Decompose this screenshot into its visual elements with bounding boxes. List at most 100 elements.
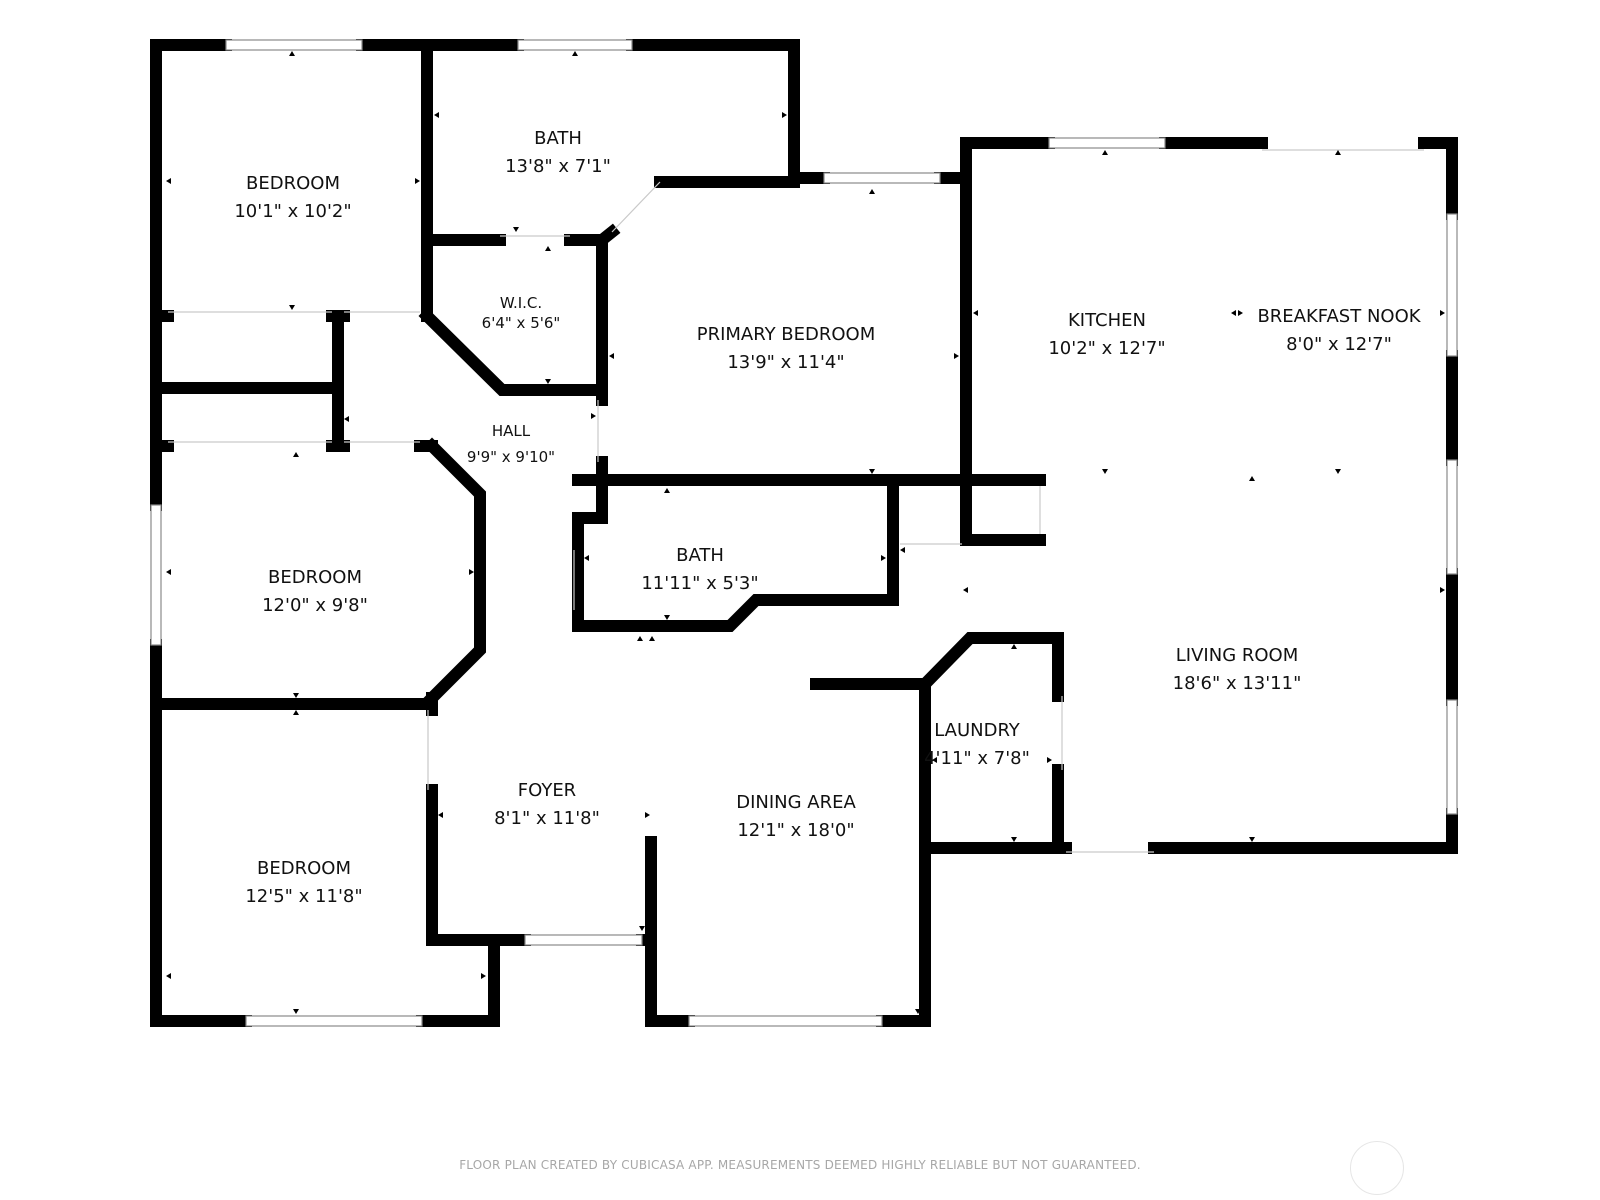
- marker: [1231, 310, 1236, 316]
- marker: [513, 227, 519, 232]
- window: [225, 39, 363, 51]
- marker: [166, 178, 171, 184]
- room-labels: BEDROOM 10'1" x 10'2" BATH 13'8" x 7'1" …: [234, 128, 1421, 907]
- markers: [166, 51, 1445, 1014]
- marker: [584, 555, 589, 561]
- marker: [1102, 150, 1108, 155]
- marker: [545, 246, 551, 251]
- marker: [1102, 469, 1108, 474]
- window: [517, 39, 633, 51]
- marker: [289, 51, 295, 56]
- marker: [591, 413, 596, 419]
- marker: [932, 757, 937, 763]
- window: [1446, 213, 1458, 357]
- marker: [293, 693, 299, 698]
- cubicasa-logo-icon: [1350, 1141, 1404, 1195]
- windows: [150, 39, 1458, 1027]
- room-name: BREAKFAST NOOK: [1257, 306, 1421, 327]
- room-name: KITCHEN: [1068, 310, 1146, 331]
- marker: [963, 637, 968, 643]
- marker: [900, 547, 905, 553]
- room-name: BEDROOM: [246, 173, 340, 194]
- marker: [639, 926, 645, 931]
- marker: [166, 973, 171, 979]
- room-dimensions: 9'9" x 9'10": [467, 448, 555, 466]
- room-dimensions: 12'0" x 9'8": [262, 595, 368, 616]
- marker: [664, 488, 670, 493]
- wall: [423, 437, 486, 707]
- marker: [869, 469, 875, 474]
- marker: [973, 310, 978, 316]
- marker: [645, 812, 650, 818]
- room-dimensions: 12'1" x 18'0": [737, 820, 854, 841]
- marker: [438, 812, 443, 818]
- marker: [469, 569, 474, 575]
- walls: [150, 39, 1458, 1027]
- wall: [919, 632, 1064, 854]
- room-name: HALL: [492, 422, 531, 440]
- marker: [1011, 837, 1017, 842]
- room-dimensions: 13'9" x 11'4": [727, 352, 844, 373]
- window: [1446, 459, 1458, 575]
- marker: [664, 615, 670, 620]
- room-name: BEDROOM: [268, 567, 362, 588]
- openings: [168, 149, 1424, 853]
- marker: [486, 375, 492, 380]
- marker: [869, 189, 875, 194]
- wall: [418, 234, 608, 396]
- room-name: W.I.C.: [500, 294, 542, 312]
- window: [150, 504, 162, 646]
- marker: [954, 353, 959, 359]
- room-name: LAUNDRY: [934, 720, 1021, 741]
- room-dimensions: 12'5" x 11'8": [245, 886, 362, 907]
- room-dimensions: 10'1" x 10'2": [234, 201, 351, 222]
- marker: [1249, 476, 1255, 481]
- marker: [481, 973, 486, 979]
- marker: [609, 353, 614, 359]
- marker: [344, 416, 349, 422]
- room-name: FOYER: [518, 780, 576, 801]
- marker: [637, 636, 643, 641]
- marker: [289, 305, 295, 310]
- marker: [1249, 837, 1255, 842]
- room-dimensions: 18'6" x 13'11": [1173, 673, 1302, 694]
- marker: [1011, 644, 1017, 649]
- wall: [593, 223, 621, 249]
- marker: [782, 112, 787, 118]
- marker: [1335, 469, 1341, 474]
- window: [688, 1015, 883, 1027]
- window: [1048, 137, 1166, 149]
- room-dimensions: 6'4" x 5'6": [482, 314, 561, 332]
- room-dimensions: 8'1" x 11'8": [494, 808, 600, 829]
- window: [245, 1015, 423, 1027]
- opening: [611, 181, 661, 233]
- marker: [881, 555, 886, 561]
- room-name: PRIMARY BEDROOM: [697, 324, 876, 345]
- marker: [1335, 150, 1341, 155]
- window: [823, 172, 941, 184]
- marker: [649, 636, 655, 641]
- marker: [1238, 310, 1243, 316]
- marker: [1047, 757, 1052, 763]
- room-dimensions: 10'2" x 12'7": [1048, 338, 1165, 359]
- marker: [1440, 587, 1445, 593]
- marker: [572, 51, 578, 56]
- room-dimensions: 4'11" x 7'8": [924, 748, 1030, 769]
- room-dimensions: 11'11" x 5'3": [641, 573, 758, 594]
- room-name: BATH: [676, 545, 724, 566]
- room-dimensions: 13'8" x 7'1": [505, 156, 611, 177]
- footer-disclaimer: FLOOR PLAN CREATED BY CUBICASA APP. MEAS…: [459, 1158, 1141, 1172]
- marker: [293, 452, 299, 457]
- marker: [434, 112, 439, 118]
- marker: [293, 710, 299, 715]
- marker: [481, 627, 486, 633]
- room-dimensions: 8'0" x 12'7": [1286, 334, 1392, 355]
- room-name: BEDROOM: [257, 858, 351, 879]
- marker: [1440, 310, 1445, 316]
- marker: [915, 1009, 921, 1014]
- window: [524, 934, 643, 946]
- window: [1446, 699, 1458, 815]
- marker: [545, 379, 551, 384]
- marker: [415, 178, 420, 184]
